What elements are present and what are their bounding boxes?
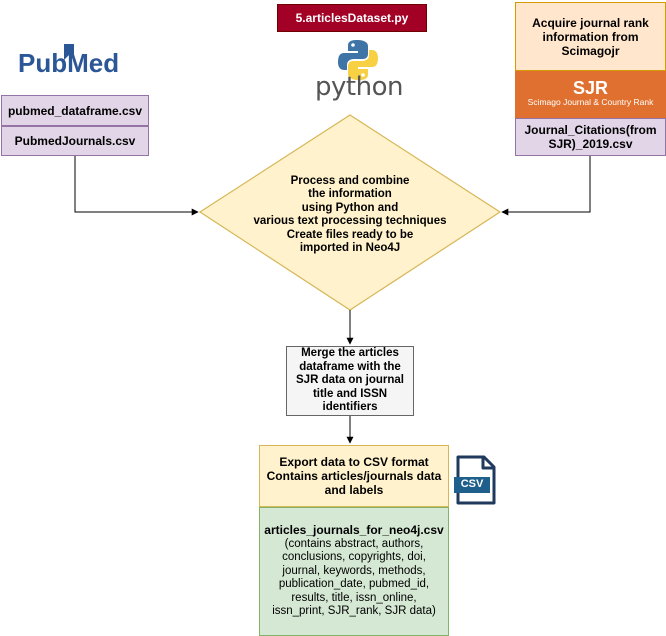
sjr-banner: SJR Scimago Journal & Country Rank bbox=[515, 71, 666, 118]
export-line: Contains articles/journals data bbox=[266, 469, 442, 483]
process-text: Process and combine the information usin… bbox=[235, 165, 465, 265]
output-file-box: articles_journals_for_neo4j.csv (contain… bbox=[259, 507, 449, 636]
export-line: and labels bbox=[324, 483, 384, 497]
csv-icon-label: CSV bbox=[460, 478, 484, 490]
sjr-citations-file: Journal_Citations(from SJR)_2019.csv bbox=[515, 118, 666, 156]
export-step-box: Export data to CSV format Contains artic… bbox=[259, 445, 449, 507]
merge-step-box: Merge the articles dataframe with the SJ… bbox=[286, 346, 414, 416]
csv-file-icon bbox=[454, 455, 496, 505]
python-snakes-icon bbox=[338, 40, 378, 80]
export-line: Export data to CSV format bbox=[279, 455, 429, 469]
pubmed-journals-file: PubmedJournals.csv bbox=[1, 126, 149, 156]
sjr-acquire-box: Acquire journal rank information from Sc… bbox=[515, 2, 666, 71]
process-line: imported in Neo4J bbox=[299, 242, 401, 254]
process-line: various text processing techniques bbox=[253, 215, 447, 227]
output-details: (contains abstract, authors, conclusions… bbox=[272, 537, 436, 618]
process-line: the information bbox=[308, 188, 392, 200]
arrow-sjr-to-process bbox=[501, 156, 591, 216]
output-filename: articles_journals_for_neo4j.csv bbox=[264, 523, 444, 538]
process-line: Create files ready to be bbox=[286, 228, 414, 241]
arrow-pubmed-to-process bbox=[74, 156, 199, 216]
process-line: Process and combine bbox=[290, 174, 410, 187]
pubmed-dataframe-file: pubmed_dataframe.csv bbox=[1, 95, 149, 126]
process-line: using Python and bbox=[301, 201, 399, 214]
pubmed-logo: PubMed bbox=[18, 48, 120, 78]
python-wordmark: python bbox=[315, 72, 403, 102]
sjr-banner-subtitle: Scimago Journal & Country Rank bbox=[527, 96, 654, 107]
pubmed-bookmark-icon bbox=[64, 44, 74, 60]
script-title: 5.articlesDataset.py bbox=[277, 4, 427, 32]
sjr-banner-title: SJR bbox=[572, 77, 608, 98]
